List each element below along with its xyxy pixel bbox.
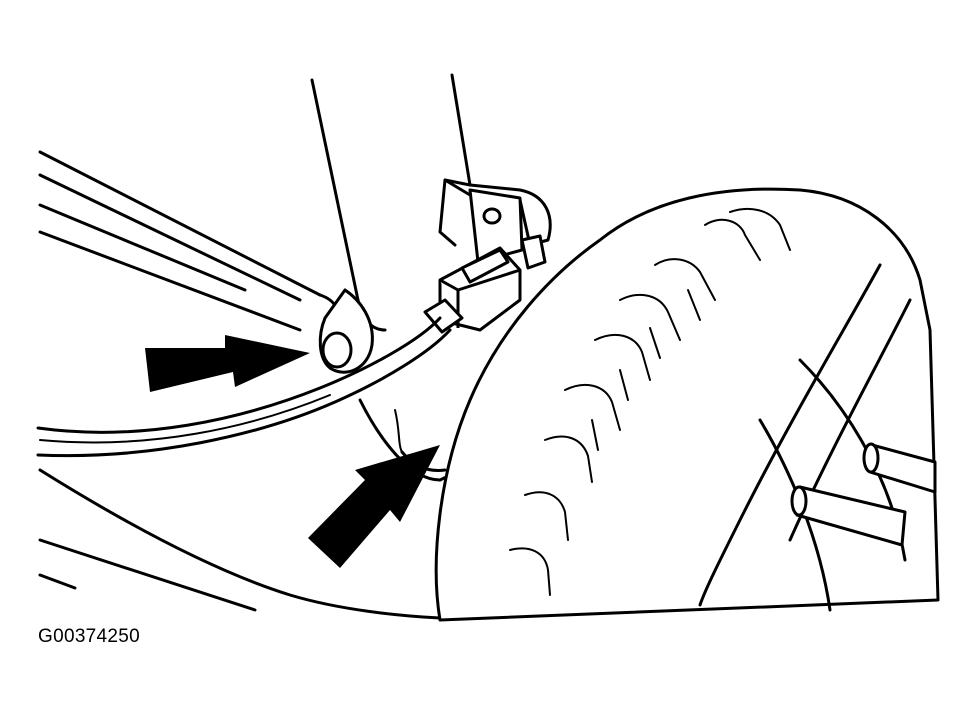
callout-arrow-lower <box>308 445 440 568</box>
figure-code-label: G00374250 <box>38 626 141 647</box>
suspension-arm <box>38 150 339 332</box>
sensor-cable-clip <box>318 288 374 374</box>
callout-arrow-upper <box>145 335 310 392</box>
wheel-studs <box>790 442 937 547</box>
lower-body-panel <box>38 398 502 620</box>
sensor-cable <box>36 316 452 458</box>
tone-ring <box>509 207 791 596</box>
sensor-bracket <box>438 178 552 270</box>
